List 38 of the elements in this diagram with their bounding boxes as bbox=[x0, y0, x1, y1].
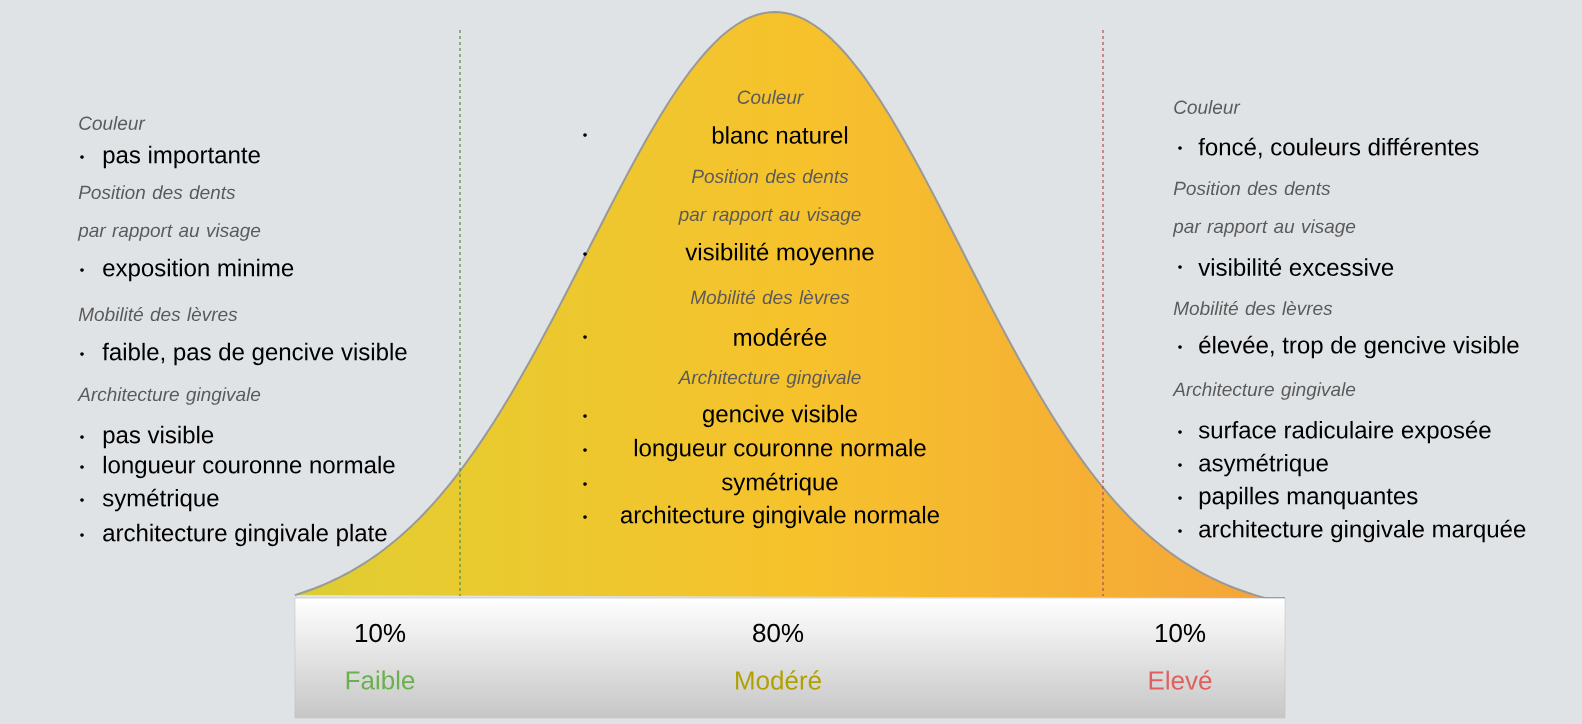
percentage: 80% bbox=[753, 623, 804, 643]
heading: Position des dents par rapport au visage bbox=[77, 185, 261, 241]
item-text: élevée, trop de gencive visible bbox=[1199, 335, 1519, 359]
item-text: symétrique bbox=[102, 488, 219, 512]
item-text: foncé, couleurs différentes bbox=[1198, 137, 1479, 159]
item-text: blanc naturel bbox=[712, 126, 848, 144]
item-text: symétrique bbox=[722, 472, 838, 496]
item-text: architecture gingivale normale bbox=[620, 505, 939, 529]
heading: Couleur bbox=[79, 116, 146, 130]
level-label: Modéré bbox=[736, 670, 821, 690]
item-text: faible, pas de gencive visible bbox=[102, 342, 407, 366]
item-text: longueur couronne normale bbox=[103, 455, 395, 479]
item-text: papilles manquantes bbox=[1199, 486, 1418, 510]
percentage: 10% bbox=[1155, 623, 1206, 643]
item-text: modérée bbox=[734, 328, 827, 346]
heading: Couleur bbox=[1174, 100, 1241, 114]
item-text: asymétrique bbox=[1199, 453, 1328, 477]
item-text: architecture gingivale marquée bbox=[1199, 519, 1526, 543]
item-text: pas visible bbox=[103, 425, 214, 449]
item-text: visibilité moyenne bbox=[685, 242, 874, 266]
level-label: Elevé bbox=[1149, 670, 1212, 690]
level-label: Faible bbox=[346, 670, 415, 690]
item-text: surface radiculaire exposée bbox=[1198, 420, 1491, 444]
heading: Mobilité des lèvres bbox=[690, 289, 850, 305]
item-text: visibilité excessive bbox=[1198, 258, 1394, 276]
percentage: 10% bbox=[355, 623, 406, 643]
item-text: gencive visible bbox=[702, 404, 857, 428]
heading: Position des dents par rapport au visage bbox=[1172, 181, 1356, 237]
heading: Architecture gingivale bbox=[1172, 382, 1356, 400]
heading: Couleur bbox=[737, 90, 804, 104]
item-text: longueur couronne normale bbox=[634, 438, 926, 462]
heading: Mobilité des lèvres bbox=[1173, 300, 1333, 316]
heading: Position des dents par rapport au visage bbox=[678, 169, 861, 225]
heading: Architecture gingivale bbox=[77, 387, 261, 405]
item-text: architecture gingivale plate bbox=[103, 523, 387, 547]
item-text: pas importante bbox=[103, 145, 260, 169]
heading: Architecture gingivale bbox=[677, 370, 861, 388]
heading: Mobilité des lèvres bbox=[78, 306, 238, 322]
